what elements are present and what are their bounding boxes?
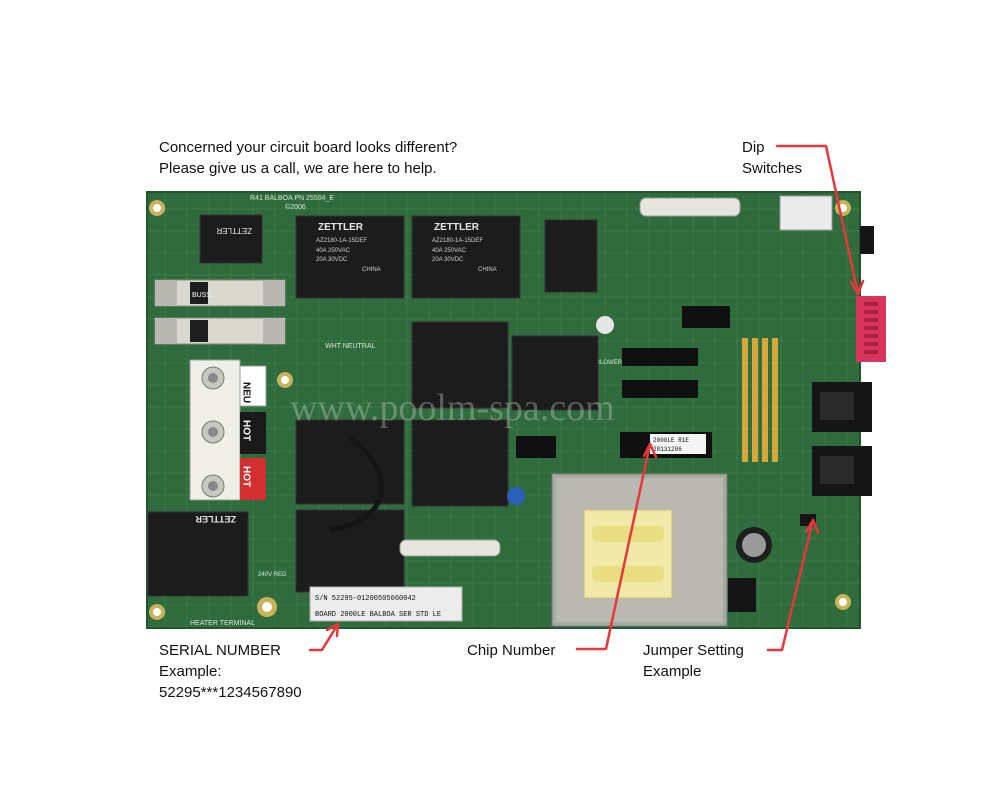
chip-label-1: 2000LE R1E: [653, 437, 689, 444]
jumper-label-line-2: Example: [643, 663, 702, 680]
intro-line-2: Please give us a call, we are here to he…: [159, 160, 437, 177]
watermark: www.poolm-spa.com: [290, 387, 615, 429]
small-relay-top-center: [544, 219, 598, 293]
svg-text:ZETTLER: ZETTLER: [434, 222, 480, 233]
rj-connector-bottom: [812, 446, 872, 496]
svg-text:BUSS: BUSS: [192, 292, 211, 299]
jumper-label-line-1: Jumper Setting: [643, 642, 744, 659]
serial-sticker: S/N 52295-01200505060042 BOARD 2000LE BA…: [309, 586, 463, 622]
yellow-capacitors: [742, 338, 778, 462]
dip-switch-block: [856, 296, 886, 362]
chip-number-label: Chip Number: [467, 640, 555, 661]
year-print: ©2006: [285, 203, 306, 211]
fuse-upper: BUSS: [154, 279, 286, 307]
serial-label-line-2: Example:: [159, 663, 222, 680]
relay-top-1: ZETTLER AZ2180-1A-15DEF 40A 250VAC 20A 3…: [295, 215, 405, 299]
small-relay-top-left: ZETTLER: [199, 214, 263, 264]
relay-middle-1: [411, 321, 509, 409]
serial-label-line-3: 52295***1234567890: [159, 684, 302, 701]
terminal-neu-label: NEU: [241, 382, 252, 403]
svg-text:40A 250VAC: 40A 250VAC: [432, 248, 467, 254]
transformer: [551, 473, 728, 627]
red-240v-print: 240V RED: [258, 572, 287, 578]
svg-text:AZ2180-1A-15DEF: AZ2180-1A-15DEF: [316, 238, 367, 244]
relay-lower-left-2: [295, 509, 405, 593]
svg-text:ZETTLER: ZETTLER: [318, 222, 364, 233]
svg-text:ZETTLER: ZETTLER: [195, 514, 236, 524]
main-chip: 2000LE R1E 20131206: [620, 432, 712, 458]
ic-row-1: [516, 306, 730, 458]
relay-bottom-left: ZETTLER: [147, 511, 249, 597]
mounting-holes: [149, 200, 851, 620]
blower-print: BLOWER: [596, 360, 623, 366]
svg-text:ZETTLER: ZETTLER: [216, 226, 252, 235]
heater-terminal-print: HEATER TERMINAL: [190, 620, 255, 627]
blue-capacitor: [507, 487, 525, 505]
svg-text:CHINA: CHINA: [362, 267, 381, 273]
svg-text:40A 250VAC: 40A 250VAC: [316, 248, 351, 254]
terminal-block: NEU HOT HOT: [189, 359, 267, 501]
jumper-setting-label: Jumper Setting Example: [643, 640, 744, 682]
chip-label-2: 20131206: [653, 446, 682, 453]
svg-text:20A 30VDC: 20A 30VDC: [432, 257, 464, 263]
voltage-regulator: [728, 578, 756, 612]
serial-sticker-line-1: S/N 52295-01200505060042: [315, 595, 416, 603]
relay-lower-left-1: [295, 419, 405, 505]
part-number-print: R41 BALBOA PN 25504_E: [250, 195, 334, 202]
serial-sticker-line-2: BOARD 2000LE BALBOA SER STD LE: [315, 611, 441, 619]
intro-text: Concerned your circuit board looks diffe…: [159, 137, 457, 179]
wire-jumper: [329, 435, 384, 533]
electrolytic-capacitor: [736, 527, 772, 563]
terminal-hot-label-2: HOT: [241, 466, 252, 487]
svg-text:AZ2180-1A-15DEF: AZ2180-1A-15DEF: [432, 238, 483, 244]
intro-line-1: Concerned your circuit board looks diffe…: [159, 139, 458, 156]
serial-label-line-1: SERIAL NUMBER: [159, 642, 281, 659]
svg-text:20A 30VDC: 20A 30VDC: [316, 257, 348, 263]
fuse-lower: [154, 317, 286, 345]
glass-fuse-top: [639, 197, 741, 217]
terminal-hot-label-1: HOT: [241, 420, 252, 441]
dip-label-line-1: Dip: [742, 139, 765, 156]
svg-text:CHINA: CHINA: [478, 267, 497, 273]
rj-connector-top: [812, 382, 872, 432]
relay-top-2: ZETTLER AZ2180-1A-15DEF 40A 250VAC 20A 3…: [411, 215, 521, 299]
chip-label-line-1: Chip Number: [467, 642, 556, 659]
jumper-header: [800, 514, 816, 526]
glass-fuse-bottom: [399, 539, 501, 557]
relay-middle-3: [411, 419, 509, 507]
serial-number-label: SERIAL NUMBER Example: 52295***123456789…: [159, 640, 302, 703]
relay-middle-2: [511, 335, 599, 411]
wht-neutral-print: WHT NEUTRAL: [325, 343, 376, 350]
